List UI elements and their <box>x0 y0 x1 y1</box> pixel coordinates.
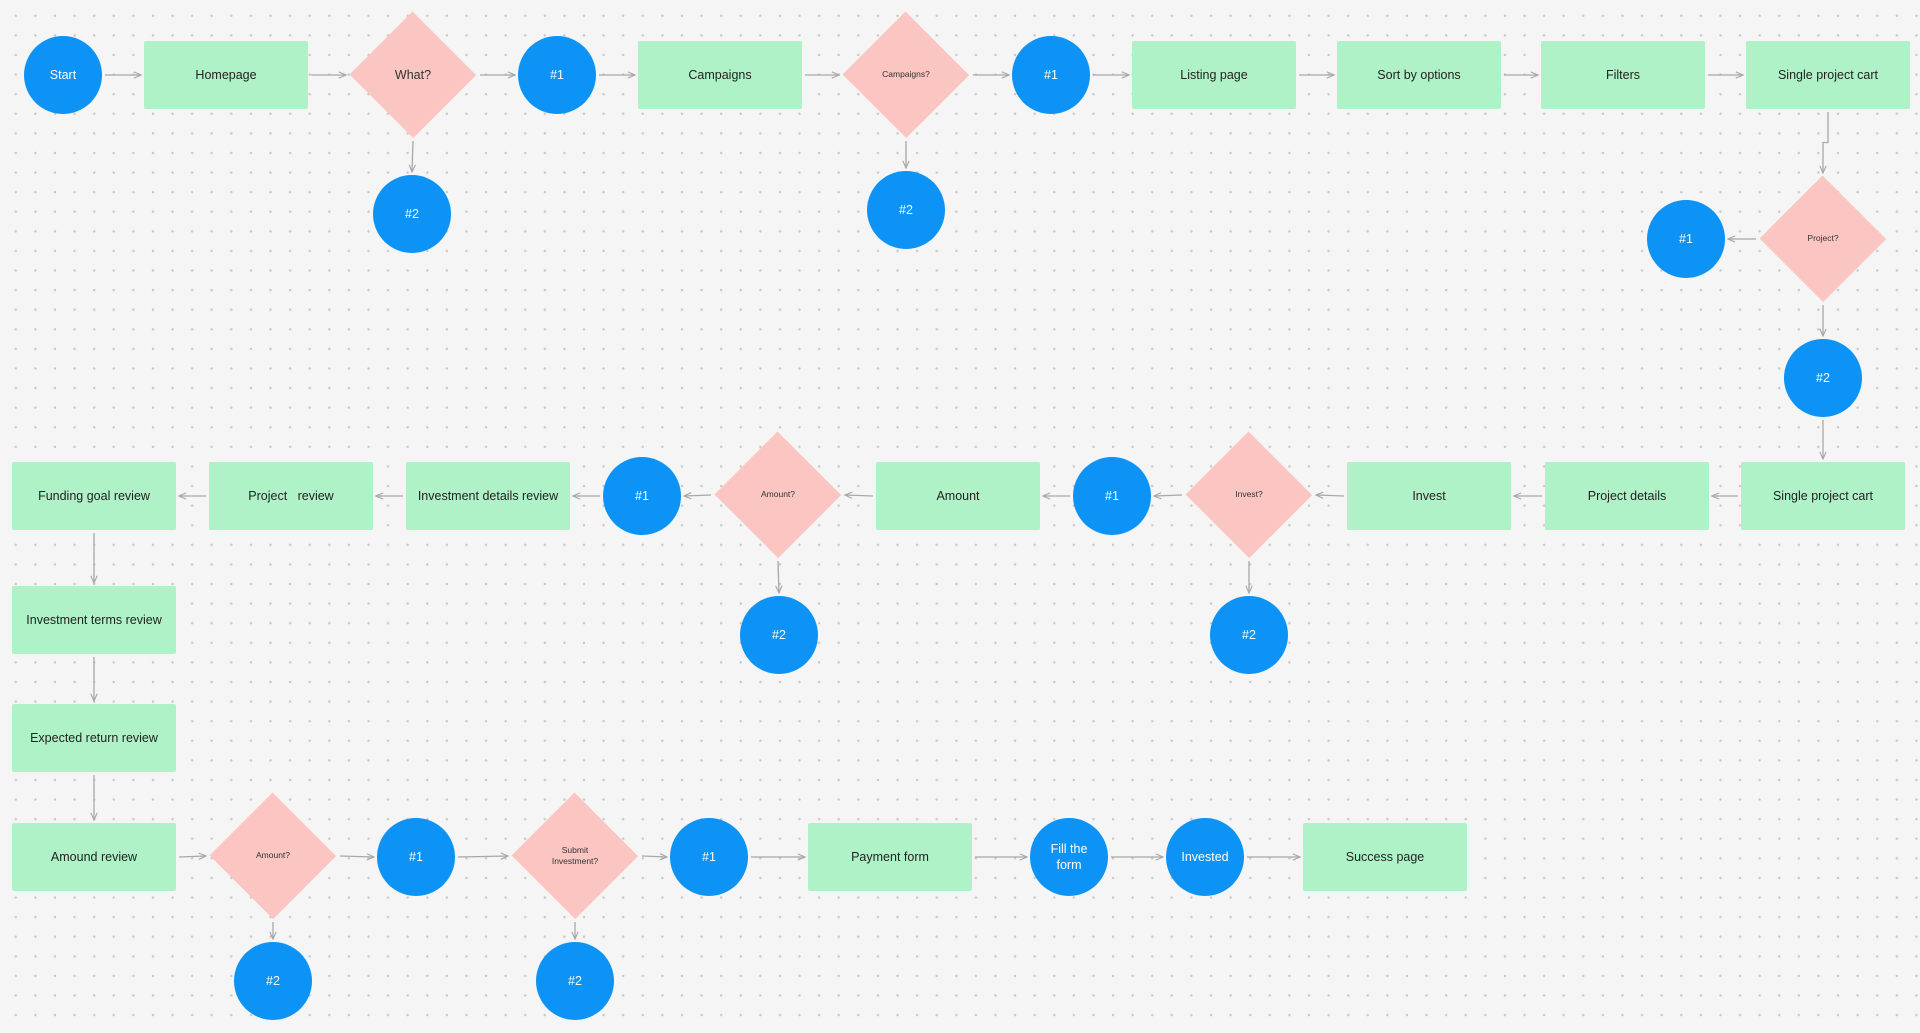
node-label: Sort by options <box>1377 67 1461 82</box>
node-start[interactable]: Start <box>24 36 102 114</box>
node-label: Payment form <box>851 849 929 864</box>
node-label: Invest <box>1412 488 1446 503</box>
node-label: Amound review <box>50 849 138 864</box>
node-label: Start <box>49 67 77 82</box>
edge-n-submit-q-to-n-submit-1 <box>641 856 667 857</box>
node-connector-2[interactable]: #2 <box>867 171 945 249</box>
node-connector-1[interactable]: #1 <box>1012 36 1090 114</box>
node-decision-campaigns[interactable]: Campaigns? <box>842 12 970 138</box>
node-funding-goal-review[interactable]: Funding goal review <box>12 462 176 530</box>
node-project-review[interactable]: Project review <box>209 462 373 530</box>
node-connector-2[interactable]: #2 <box>1784 339 1862 417</box>
node-label: Filters <box>1605 67 1641 82</box>
edge-n-cart-top-to-n-project-q <box>1823 112 1829 173</box>
node-connector-1[interactable]: #1 <box>670 818 748 896</box>
node-label: #1 <box>550 67 564 82</box>
node-decision-amount[interactable]: Amount? <box>714 432 842 558</box>
node-single-project-cart[interactable]: Single project cart <box>1746 41 1910 109</box>
node-connector-1[interactable]: #1 <box>377 818 455 896</box>
edge-n-invest-to-n-invest-q <box>1316 495 1345 496</box>
edge-n-invest-q-to-n-invest-1 <box>1154 495 1183 496</box>
edge-n-amount-q-to-n-amount-1 <box>684 495 712 496</box>
node-connector-2[interactable]: #2 <box>373 175 451 253</box>
node-connector-1[interactable]: #1 <box>1647 200 1725 278</box>
edge-n-amound-review-to-n-amount2-q <box>178 856 206 857</box>
edge-n-amount-to-n-amount-q <box>845 495 874 496</box>
node-label: Single project cart <box>1772 488 1874 503</box>
node-amound-review[interactable]: Amound review <box>12 823 176 891</box>
node-label: Invest? <box>1235 489 1263 500</box>
node-connector-2[interactable]: #2 <box>234 942 312 1020</box>
node-success-page[interactable]: Success page <box>1303 823 1467 891</box>
edge-n-amount2-q-to-n-amount2-1 <box>339 856 374 857</box>
node-label: #2 <box>568 973 582 988</box>
node-decision-amount[interactable]: Amount? <box>209 793 337 919</box>
node-invested[interactable]: Invested <box>1166 818 1244 896</box>
node-label: Investment terms review <box>26 612 162 627</box>
node-connector-2[interactable]: #2 <box>740 596 818 674</box>
node-label: Homepage <box>195 67 257 82</box>
node-campaigns[interactable]: Campaigns <box>638 41 802 109</box>
node-connector-2[interactable]: #2 <box>536 942 614 1020</box>
node-sort-by-options[interactable]: Sort by options <box>1337 41 1501 109</box>
node-label: #2 <box>266 973 280 988</box>
node-connector-1[interactable]: #1 <box>1073 457 1151 535</box>
node-label: Amount? <box>760 489 796 500</box>
node-label: Invested <box>1181 849 1229 864</box>
node-label: #2 <box>405 206 419 221</box>
node-payment-form[interactable]: Payment form <box>808 823 972 891</box>
edge-n-amount2-1-to-n-submit-q <box>457 856 508 857</box>
node-decision-what[interactable]: What? <box>349 12 477 138</box>
node-homepage[interactable]: Homepage <box>144 41 308 109</box>
node-decision-submit-investment[interactable]: Submit Investment? <box>511 793 639 919</box>
node-filters[interactable]: Filters <box>1541 41 1705 109</box>
node-label: #1 <box>702 849 716 864</box>
node-label: Project? <box>1807 233 1839 244</box>
node-label: Project review <box>248 488 334 503</box>
node-label: Project details <box>1587 488 1667 503</box>
node-decision-project[interactable]: Project? <box>1759 176 1887 302</box>
node-fill-the-form[interactable]: Fill the form <box>1030 818 1108 896</box>
edge-n-what-to-n-what-2 <box>412 140 413 172</box>
node-label: Listing page <box>1180 67 1248 82</box>
node-label: Amount <box>936 488 980 503</box>
node-label: #2 <box>1816 370 1830 385</box>
node-label: #1 <box>1044 67 1058 82</box>
node-connector-1[interactable]: #1 <box>603 457 681 535</box>
node-label: #1 <box>1105 488 1119 503</box>
node-label: Single project cart <box>1777 67 1879 82</box>
node-label: Amount? <box>255 850 291 861</box>
node-label: Submit Investment? <box>551 844 599 866</box>
node-label: Campaigns <box>688 67 752 82</box>
node-connector-2[interactable]: #2 <box>1210 596 1288 674</box>
node-decision-invest[interactable]: Invest? <box>1185 432 1313 558</box>
node-label: #1 <box>1679 231 1693 246</box>
node-investment-terms-review[interactable]: Investment terms review <box>12 586 176 654</box>
edge-n-amount-q-to-n-amount-2 <box>778 560 779 593</box>
node-label: #1 <box>635 488 649 503</box>
node-label: What? <box>394 67 432 82</box>
node-label: #2 <box>899 202 913 217</box>
node-listing-page[interactable]: Listing page <box>1132 41 1296 109</box>
node-single-project-cart[interactable]: Single project cart <box>1741 462 1905 530</box>
node-label: #2 <box>772 627 786 642</box>
node-label: Funding goal review <box>38 488 150 503</box>
node-label: Success page <box>1345 849 1425 864</box>
node-investment-details-review[interactable]: Investment details review <box>406 462 570 530</box>
node-connector-1[interactable]: #1 <box>518 36 596 114</box>
node-amount[interactable]: Amount <box>876 462 1040 530</box>
node-invest[interactable]: Invest <box>1347 462 1511 530</box>
node-label: Fill the form <box>1050 841 1088 872</box>
node-expected-return-review[interactable]: Expected return review <box>12 704 176 772</box>
node-project-details[interactable]: Project details <box>1545 462 1709 530</box>
node-label: Expected return review <box>30 730 158 745</box>
node-label: Campaigns? <box>882 69 930 80</box>
node-label: #2 <box>1242 627 1256 642</box>
node-label: Investment details review <box>417 488 559 503</box>
node-label: #1 <box>409 849 423 864</box>
